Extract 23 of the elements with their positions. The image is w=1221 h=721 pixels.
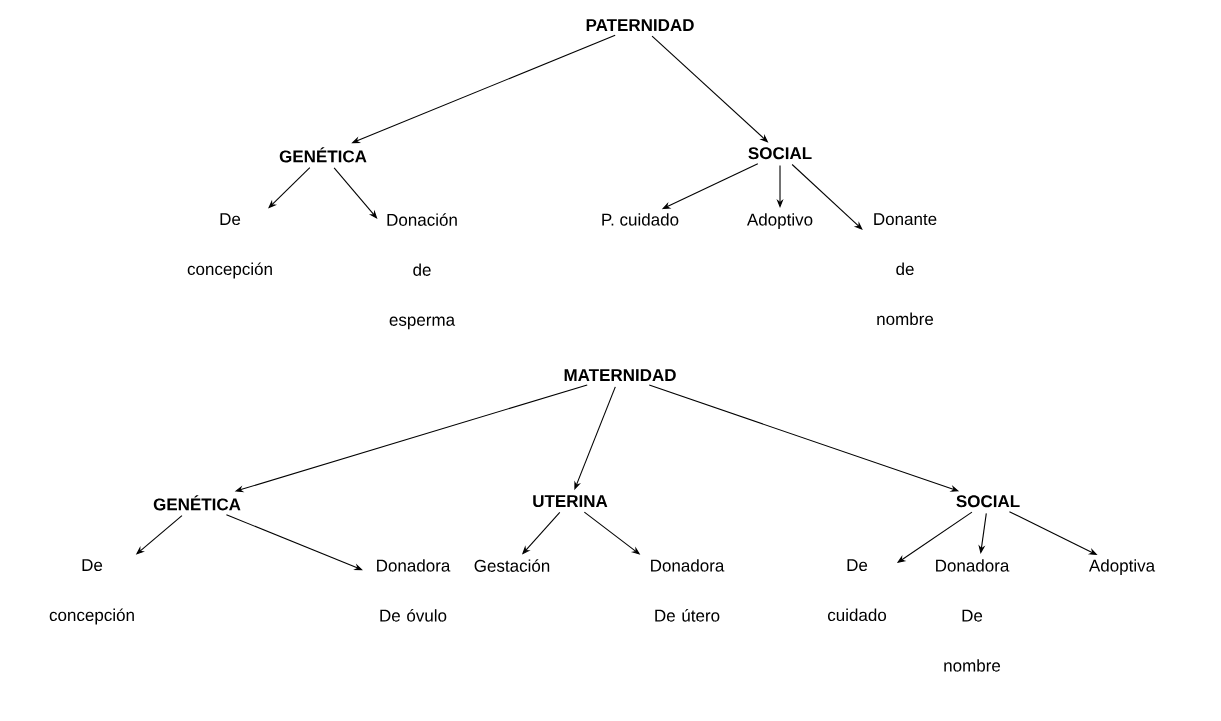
item-label: Gestación — [474, 559, 550, 572]
heading-label: MATERNIDAD — [564, 369, 676, 381]
arrow — [268, 167, 311, 209]
item-label: Donadora De nombre — [936, 559, 1010, 672]
heading-label: GENÉTICA — [279, 147, 367, 163]
arrow — [333, 167, 378, 219]
item-label: Donante de nombre — [874, 213, 937, 326]
item-label: De concepción — [49, 559, 134, 625]
heading-label: SOCIAL — [748, 147, 812, 160]
item-label: P. cuidado — [602, 213, 679, 226]
item-label: Donadora De óvulo — [377, 559, 451, 622]
heading-label: GENÉTICA — [153, 495, 241, 511]
item-label: De cuidado — [827, 559, 887, 622]
heading-label: UTERINA — [533, 495, 608, 508]
heading-label: PATERNIDAD — [586, 19, 694, 31]
item-label: Donación de esperma — [387, 213, 457, 330]
arrow — [978, 512, 987, 554]
item-label: Donadora De útero — [651, 559, 725, 622]
item-label: Adoptiva — [1088, 559, 1156, 576]
arrow — [225, 514, 363, 571]
item-label: De concepción — [187, 213, 272, 279]
heading-label: SOCIAL — [956, 495, 1020, 508]
item-label: Adoptivo — [746, 213, 813, 230]
